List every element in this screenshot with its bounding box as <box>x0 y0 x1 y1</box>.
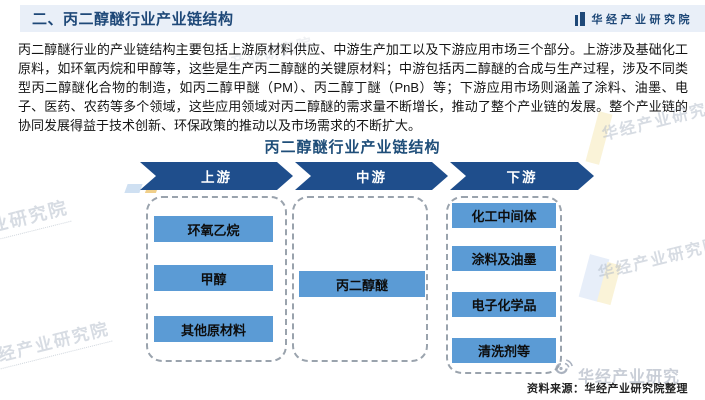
stage-container-downstream <box>446 196 562 374</box>
stage-banner-upstream: 上游 <box>140 162 293 190</box>
diagram-node: 环氧乙烷 <box>154 216 273 242</box>
stage-banner-midstream: 中游 <box>295 162 448 190</box>
huajing-logo: 华经产业研究院 <box>574 11 694 27</box>
watermark-stamp: 华经产业研究 <box>578 369 681 386</box>
diagram-node: 其他原材料 <box>154 316 273 342</box>
diagram-node: 甲醇 <box>154 265 273 291</box>
diagram-node: 丙二醇醚 <box>299 271 425 297</box>
watermark: 华经产业研究院 <box>596 235 705 283</box>
data-source-note: 资料来源：华经产业研究院整理 <box>527 383 688 395</box>
page-title: 二、丙二醇醚行业产业链结构 <box>32 11 234 28</box>
diagram-title: 丙二醇醚行业产业链结构 <box>264 139 441 156</box>
watermark: 华经产业研究院 <box>0 314 113 374</box>
stage-container-midstream <box>292 196 428 362</box>
diagram-node: 涂料及油墨 <box>452 246 556 271</box>
header: 二、丙二醇醚行业产业链结构 华经产业研究院 <box>20 5 705 32</box>
huajing-logo-text: 华经产业研究院 <box>591 13 693 26</box>
stage-banner-downstream: 下游 <box>450 162 594 190</box>
diagram-node: 电子化学品 <box>452 292 556 317</box>
decor-shape-blue-small <box>124 184 143 193</box>
stage-container-upstream <box>146 196 287 362</box>
watermark: 华经产业研究院 <box>0 193 72 256</box>
intro-paragraph: 丙二醇醚行业的产业链结构主要包括上游原材料供应、中游生产加工以及下游应用市场三个… <box>18 42 688 133</box>
huajing-logo-icon <box>574 11 585 26</box>
diagram-node: 清洗剂等 <box>452 338 556 363</box>
diagram-node: 化工中间体 <box>452 203 556 228</box>
